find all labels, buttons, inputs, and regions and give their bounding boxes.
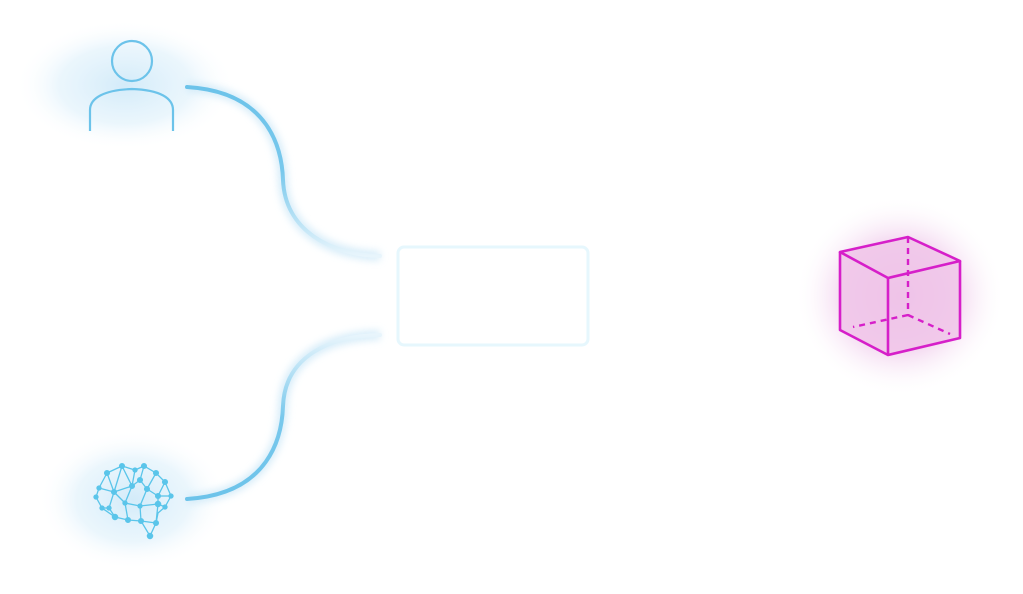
cube-icon [838,235,962,357]
user-icon [88,39,175,131]
brain-network-icon [93,462,174,540]
center-node-box [396,245,590,347]
edge-user-to-center [185,82,382,261]
center-node-label [398,247,588,345]
user-glow [15,20,235,150]
edge-brain-to-center [185,330,382,504]
brain-glow [38,430,228,570]
